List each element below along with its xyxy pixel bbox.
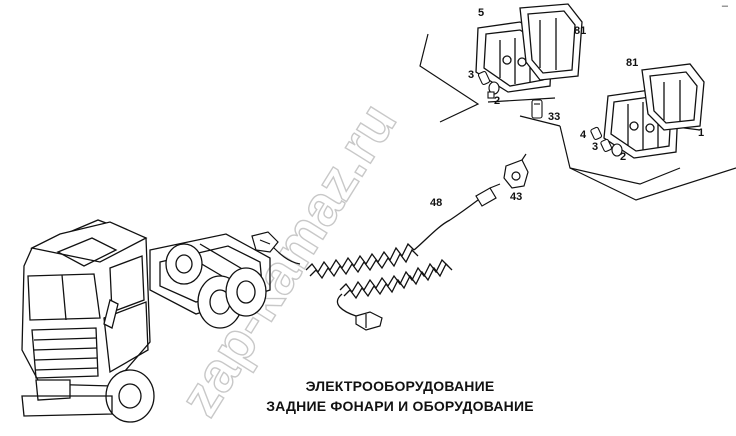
bracket-43 (503, 153, 529, 189)
callout-81-upper: 81 (574, 25, 586, 37)
lamp-lens-upper (519, 3, 583, 81)
callout-labels: 5 81 3 2 33 81 4 3 2 1 43 48 (430, 7, 704, 209)
bulbs-upper (477, 70, 500, 99)
callout-2-right: 2 (620, 151, 626, 163)
callout-1: 1 (698, 127, 704, 139)
fuse-33 (531, 99, 543, 119)
callout-5: 5 (478, 7, 484, 19)
diagram-title-line-1: ЭЛЕКТРООБОРУДОВАНИЕ (305, 378, 495, 394)
truck-tractor (21, 219, 271, 423)
cable-connectors (251, 183, 501, 331)
coiled-cable-lower (336, 258, 453, 317)
diagram-title-line-2: ЗАДНИЕ ФОНАРИ И ОБОРУДОВАНИЕ (266, 398, 534, 414)
callout-3-right: 3 (592, 141, 598, 153)
callout-4: 4 (580, 129, 587, 141)
callout-48: 48 (430, 197, 442, 209)
coiled-cable-upper (305, 219, 451, 280)
corner-mark: – (721, 0, 728, 12)
callout-43: 43 (510, 191, 522, 203)
callout-81-right: 81 (626, 57, 638, 69)
bulbs-right (590, 126, 623, 157)
callout-33: 33 (548, 111, 560, 123)
lamp-lens-right (641, 63, 705, 131)
callout-3-upper: 3 (468, 69, 474, 81)
callout-2-upper: 2 (494, 95, 500, 107)
